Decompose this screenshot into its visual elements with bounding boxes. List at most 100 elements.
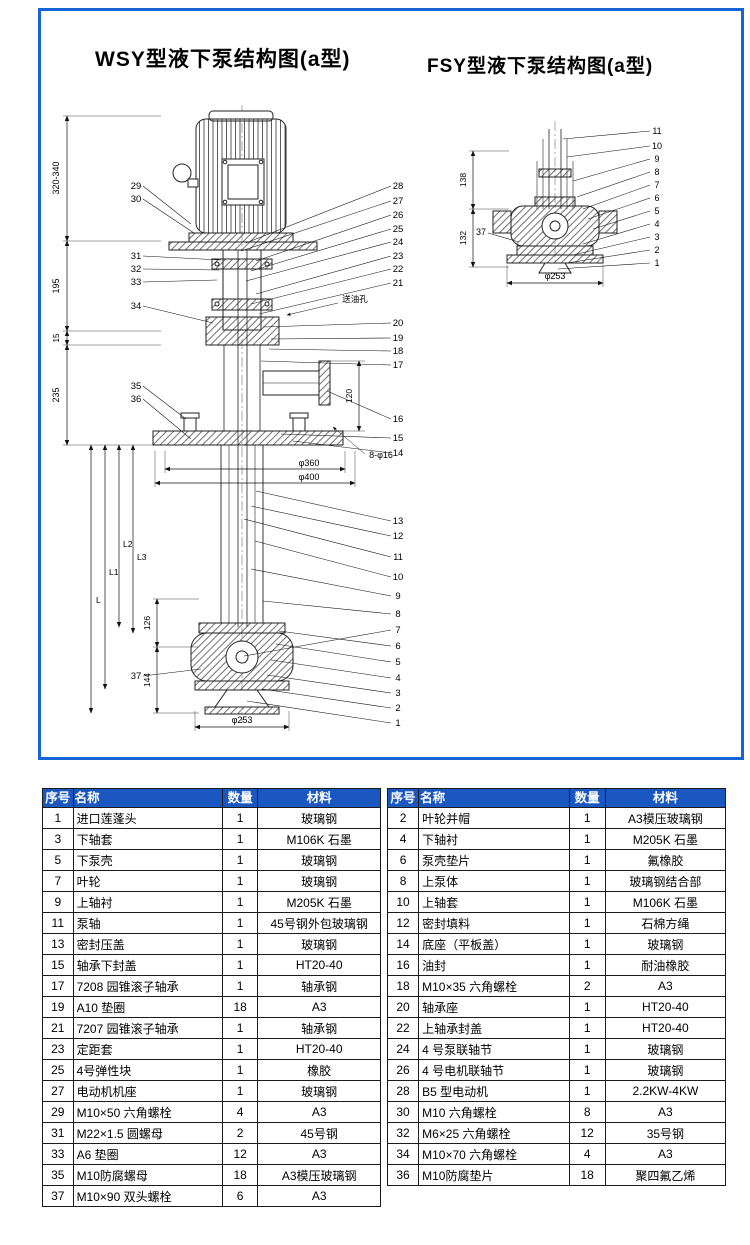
part-number: 8	[386, 870, 420, 893]
dimension-label: L1	[109, 567, 119, 577]
part-callout: 37	[476, 227, 486, 237]
col-header-part-name: 名称	[418, 787, 570, 809]
part-name: M22×1.5 圆螺母	[72, 1122, 223, 1145]
part-callout: 9	[395, 591, 400, 602]
dimension-label: 120	[344, 389, 354, 403]
leader-line	[275, 643, 392, 663]
fsy-pump-group	[492, 121, 618, 275]
part-material: 玻璃钢	[257, 1080, 381, 1103]
part-callout: 22	[393, 264, 404, 275]
pump-structure-drawing: 2827262524232221201918171615141312111098…	[51, 105, 662, 731]
part-number: 25	[42, 1059, 74, 1082]
part-callout: 2	[395, 703, 400, 714]
suction-bell	[214, 689, 270, 708]
part-qty: 1	[568, 1038, 606, 1061]
leader-line	[562, 130, 651, 140]
part-number: 35	[42, 1164, 74, 1187]
part-material: A3模压玻璃钢	[257, 1164, 381, 1187]
leader-line	[262, 600, 392, 615]
part-name: 4 号电机联轴节	[418, 1059, 570, 1082]
part-name: M6×25 六角螺栓	[418, 1122, 570, 1145]
leader-line	[270, 337, 392, 340]
part-number: 29	[42, 1101, 74, 1124]
part-callout: 4	[654, 219, 659, 229]
part-callout: 16	[393, 414, 404, 425]
col-header-part-material: 材料	[604, 787, 727, 809]
part-number: 19	[42, 996, 74, 1019]
part-number: 13	[42, 933, 74, 956]
part-number: 16	[386, 954, 420, 977]
leader-line	[246, 700, 392, 724]
part-qty: 6	[221, 1185, 259, 1208]
col-header-part-material: 材料	[257, 787, 381, 809]
part-number: 30	[386, 1101, 420, 1124]
part-qty: 1	[568, 807, 606, 830]
col-header-part-number: 序号	[386, 787, 420, 809]
dimension-label: 195	[51, 278, 61, 293]
wsy-pump-group	[152, 105, 344, 723]
part-callout: 5	[395, 657, 400, 668]
leader-line	[254, 540, 392, 578]
leader-line	[255, 214, 392, 262]
discharge-group	[262, 360, 331, 406]
part-qty: 1	[568, 828, 606, 851]
part-callout: 3	[395, 688, 400, 699]
part-name: M10×50 六角螺栓	[72, 1101, 223, 1124]
leader-line	[250, 228, 392, 272]
part-callout: 8	[395, 609, 400, 620]
leader-line	[280, 433, 392, 439]
dimension-label: L3	[137, 552, 147, 562]
part-callout: 31	[131, 251, 142, 262]
part-callout: 21	[393, 278, 404, 289]
part-qty: 1	[568, 1080, 606, 1103]
part-material: 聚四氟乙烯	[604, 1164, 727, 1187]
dimension-label: φ400	[299, 472, 320, 482]
part-callout: 15	[393, 433, 404, 444]
part-callout: 4	[395, 673, 400, 684]
part-number: 21	[42, 1017, 74, 1040]
part-qty: 1	[568, 870, 606, 893]
part-name: M10×70 六角螺栓	[418, 1143, 570, 1166]
part-name: 上泵体	[418, 870, 570, 893]
part-callout: 2	[654, 245, 659, 255]
part-callout: 7	[395, 625, 400, 636]
leader-line	[243, 518, 392, 558]
leader-line	[245, 185, 392, 244]
part-callout: 10	[393, 572, 404, 583]
part-qty: 1	[221, 1059, 259, 1082]
part-name: 7208 园锥滚子轴承	[72, 975, 223, 998]
part-callout: 28	[393, 181, 404, 192]
part-callout: 18	[393, 346, 404, 357]
part-number: 27	[42, 1080, 74, 1103]
dimension-label: 138	[458, 173, 468, 187]
leader-line	[250, 268, 392, 305]
part-callout: 25	[393, 224, 404, 235]
part-material: HT20-40	[257, 1038, 381, 1061]
part-material: 2.2KW-4KW	[604, 1080, 727, 1103]
part-material: 玻璃钢	[257, 807, 381, 830]
part-number: 26	[386, 1059, 420, 1082]
part-number: 37	[42, 1185, 74, 1208]
part-number: 10	[386, 891, 420, 914]
dimension-label: φ360	[299, 458, 320, 468]
part-callout: 27	[393, 196, 404, 207]
leader-line	[142, 279, 218, 283]
dimension-label: 8-φ16	[369, 450, 393, 460]
